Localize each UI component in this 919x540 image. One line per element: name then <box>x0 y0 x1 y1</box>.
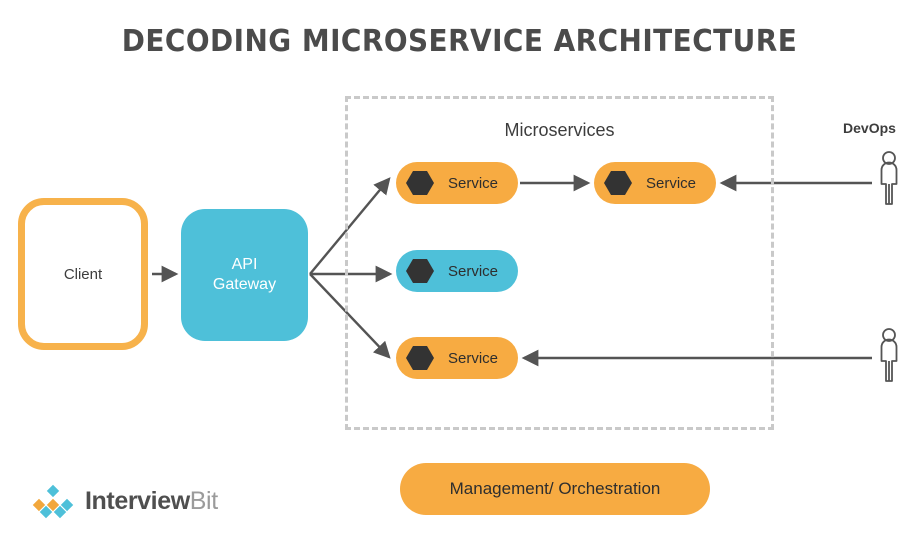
page-title: DECODING MICROSERVICE ARCHITECTURE <box>121 24 798 59</box>
api-gateway-node[interactable]: API Gateway <box>181 209 308 341</box>
client-node[interactable]: Client <box>18 198 148 350</box>
service-label: Service <box>448 174 499 192</box>
arrow-gateway-to-service-4 <box>309 273 391 359</box>
microservices-region-title: Microservices <box>504 120 615 140</box>
service-node-4[interactable]: Service <box>396 337 518 379</box>
interviewbit-mark-icon <box>31 483 75 519</box>
devops-label: DevOps <box>843 120 896 136</box>
hexagon-icon <box>604 171 632 195</box>
hexagon-icon <box>406 171 434 195</box>
management-orchestration-label: Management/ Orchestration <box>449 479 661 498</box>
hexagon-icon <box>406 259 434 283</box>
interviewbit-logo[interactable]: InterviewBit <box>30 483 218 519</box>
service-node-3[interactable]: Service <box>396 250 518 292</box>
hexagon-icon <box>406 346 434 370</box>
person-icon <box>880 328 898 382</box>
api-gateway-label: API Gateway <box>212 256 277 293</box>
service-label: Service <box>448 349 499 367</box>
arrow-gateway-to-service-1 <box>309 177 391 275</box>
interviewbit-wordmark: InterviewBit <box>85 487 218 516</box>
service-node-2[interactable]: Service <box>594 162 716 204</box>
management-orchestration-node[interactable]: Management/ Orchestration <box>400 463 710 515</box>
service-label: Service <box>646 174 697 192</box>
service-node-1[interactable]: Service <box>396 162 518 204</box>
person-icon <box>880 151 898 205</box>
service-label: Service <box>448 262 499 280</box>
logo-word-interview: Interview <box>85 486 190 515</box>
logo-word-bit: Bit <box>189 486 218 515</box>
client-label: Client <box>63 265 103 283</box>
microservices-boundary <box>345 96 774 430</box>
